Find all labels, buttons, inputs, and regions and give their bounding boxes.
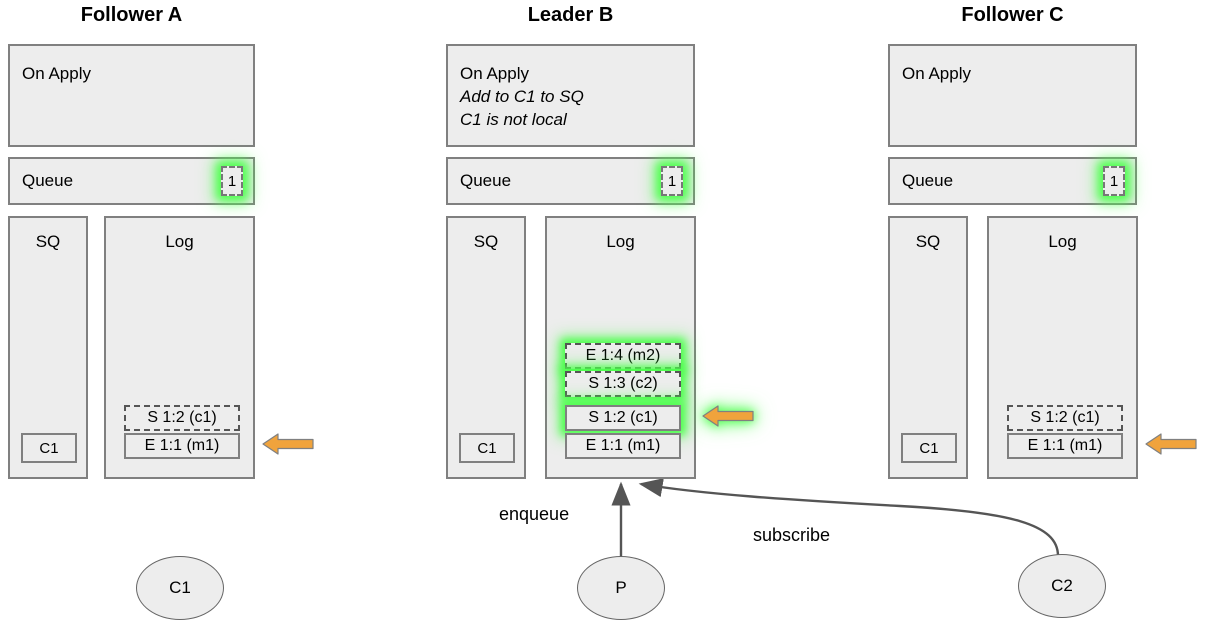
sq-item-leader-b-0: C1 [459, 433, 515, 463]
on-apply-panel-follower-c: On Apply [888, 44, 1137, 147]
on-apply-panel-leader-b: On Apply Add to C1 to SQ C1 is not local [446, 44, 695, 147]
log-panel-follower-a: Log S 1:2 (c1) E 1:1 (m1) [104, 216, 255, 479]
queue-label-leader-b: Queue [460, 171, 512, 190]
on-apply-line-1: On Apply [902, 64, 971, 83]
producer-node-p[interactable]: P [577, 556, 665, 620]
queue-panel-follower-c[interactable]: Queue 1 [888, 157, 1137, 205]
log-entry-leader-b-3: E 1:1 (m1) [565, 433, 681, 459]
client-node-c2[interactable]: C2 [1018, 554, 1106, 618]
log-label-leader-b: Log [606, 232, 635, 251]
log-entry-follower-a-0: S 1:2 (c1) [124, 405, 240, 431]
sq-item-follower-a-0: C1 [21, 433, 77, 463]
on-apply-line-3: C1 is not local [460, 110, 567, 129]
queue-badge-follower-c: 1 [1103, 166, 1125, 196]
edge-label-enqueue: enqueue [499, 504, 570, 524]
log-entry-follower-c-0: S 1:2 (c1) [1007, 405, 1123, 431]
log-label-follower-c: Log [1048, 232, 1077, 251]
log-panel-follower-c: Log S 1:2 (c1) E 1:1 (m1) [987, 216, 1138, 479]
sq-panel-leader-b: SQ C1 [446, 216, 526, 479]
queue-panel-follower-a[interactable]: Queue 1 [8, 157, 255, 205]
cursor-arrow-leader-b [702, 403, 754, 429]
on-apply-text-follower-c: On Apply [902, 62, 971, 85]
sq-label-leader-b: SQ [473, 232, 499, 251]
queue-badge-follower-a: 1 [221, 166, 243, 196]
log-panel-leader-b: Log E 1:4 (m2) S 1:3 (c2) S 1:2 (c1) E 1… [545, 216, 696, 479]
sq-label-follower-a: SQ [35, 232, 61, 251]
sq-label-follower-c: SQ [915, 232, 941, 251]
log-entry-leader-b-2: S 1:2 (c1) [565, 405, 681, 431]
queue-label-follower-c: Queue [902, 171, 954, 190]
log-label-follower-a: Log [165, 232, 194, 251]
cursor-arrow-follower-a [262, 431, 314, 457]
client-node-c1[interactable]: C1 [136, 556, 224, 620]
edge-label-subscribe: subscribe [753, 525, 831, 545]
on-apply-line-1: On Apply [22, 64, 91, 83]
on-apply-text-leader-b: On Apply Add to C1 to SQ C1 is not local [460, 62, 584, 131]
log-entry-follower-c-1: E 1:1 (m1) [1007, 433, 1123, 459]
node-title-leader-b: Leader B [527, 4, 614, 26]
sq-panel-follower-a: SQ C1 [8, 216, 88, 479]
cursor-arrow-follower-c [1145, 431, 1197, 457]
log-entry-leader-b-0: E 1:4 (m2) [565, 343, 681, 369]
subscribe-edge-line [638, 478, 1060, 557]
node-title-follower-a: Follower A [80, 4, 183, 26]
sq-item-follower-c-0: C1 [901, 433, 957, 463]
on-apply-panel-follower-a: On Apply [8, 44, 255, 147]
queue-label-follower-a: Queue [22, 171, 74, 190]
queue-badge-leader-b: 1 [661, 166, 683, 196]
log-entry-leader-b-1: S 1:3 (c2) [565, 371, 681, 397]
on-apply-text-follower-a: On Apply [22, 62, 91, 85]
queue-panel-leader-b[interactable]: Queue 1 [446, 157, 695, 205]
node-title-follower-c: Follower C [961, 4, 1064, 26]
log-entry-follower-a-1: E 1:1 (m1) [124, 433, 240, 459]
on-apply-line-2: Add to C1 to SQ [460, 87, 584, 106]
sq-panel-follower-c: SQ C1 [888, 216, 968, 479]
on-apply-line-1: On Apply [460, 64, 529, 83]
